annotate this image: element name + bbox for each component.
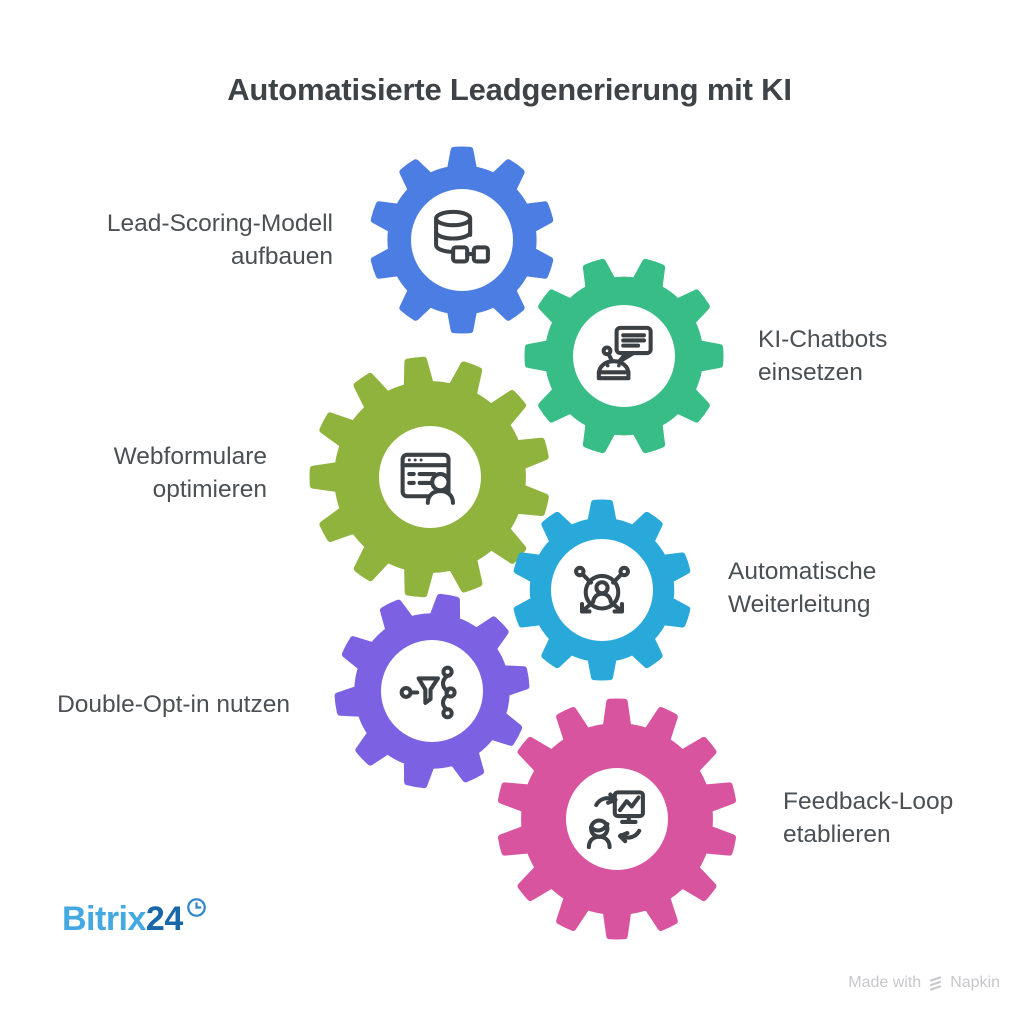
logo-text-bitrix: Bitrix bbox=[62, 900, 146, 938]
gear-funnel-branch bbox=[334, 593, 530, 789]
gear-hub bbox=[566, 768, 668, 870]
label-feedback-loop: Feedback-Loop etablieren bbox=[783, 788, 954, 848]
funnel-branch-icon bbox=[399, 665, 457, 720]
label-ki-chatbots: KI-Chatbots einsetzen bbox=[758, 326, 888, 386]
attribution-prefix: Made with bbox=[848, 974, 922, 991]
chatbot-icon bbox=[596, 325, 653, 381]
gear-feedback-loop bbox=[498, 698, 736, 940]
label-double-opt-in: Double-Opt-in nutzen bbox=[57, 691, 290, 718]
napkin-logo-icon bbox=[930, 975, 942, 991]
gear-webform bbox=[309, 356, 549, 598]
gear-chatbot bbox=[524, 258, 724, 454]
gear-database bbox=[370, 146, 554, 334]
feedback-loop-icon bbox=[586, 790, 645, 850]
database-icon bbox=[434, 209, 490, 264]
label-webformulare: Webformulare optimieren bbox=[113, 443, 267, 503]
webform-icon bbox=[400, 452, 455, 505]
clock-icon bbox=[186, 898, 206, 917]
gear-hub bbox=[379, 426, 481, 528]
attribution-brand: Napkin bbox=[950, 974, 1000, 991]
label-lead-scoring-modell: Lead-Scoring-Modell aufbauen bbox=[106, 210, 333, 270]
logo-text-24: 24 bbox=[145, 900, 183, 938]
attribution: Made with Napkin bbox=[848, 974, 1000, 992]
gear-hub bbox=[551, 539, 653, 641]
gear-lead-routing bbox=[513, 499, 691, 681]
label-automatische-weiterleitung: Automatische Weiterleitung bbox=[728, 558, 877, 618]
gear-hub bbox=[411, 189, 513, 291]
bitrix24-logo: Bitrix24 bbox=[62, 898, 207, 939]
lead-routing-icon bbox=[574, 565, 630, 614]
page-title: Automatisierte Leadgenerierung mit KI bbox=[227, 72, 792, 107]
